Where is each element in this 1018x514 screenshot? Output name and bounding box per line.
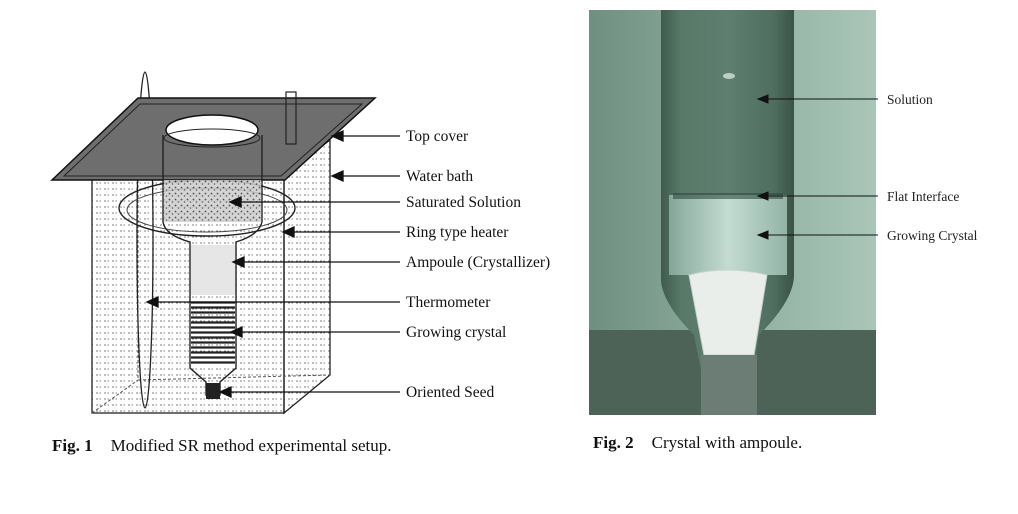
label-thermometer: Thermometer (406, 294, 491, 311)
label-water-bath: Water bath (406, 168, 473, 185)
label-top-cover: Top cover (406, 128, 469, 145)
figure1-caption-number: Fig. 1 (52, 436, 93, 455)
figure1-arrows (145, 129, 400, 399)
figure2-caption-number: Fig. 2 (593, 433, 634, 452)
label-ampoule: Ampoule (Crystallizer) (406, 254, 550, 271)
figure2-caption: Fig. 2 Crystal with ampoule. (593, 433, 802, 453)
label-ring-heater: Ring type heater (406, 224, 509, 241)
label-growing-crystal-2: Growing Crystal (887, 228, 978, 243)
figure2-caption-text: Crystal with ampoule. (651, 433, 803, 452)
crystal-photo (589, 10, 876, 415)
figure1-caption: Fig. 1 Modified SR method experimental se… (52, 436, 392, 456)
label-growing-crystal: Growing crystal (406, 324, 506, 341)
label-oriented-seed: Oriented Seed (406, 384, 494, 401)
label-saturated-solution: Saturated Solution (406, 194, 521, 211)
label-flat-interface: Flat Interface (887, 189, 959, 204)
top-cover (50, 91, 377, 181)
ampoule (162, 128, 263, 399)
label-solution: Solution (887, 92, 933, 107)
thermometer (136, 71, 154, 409)
figure1-caption-text: Modified SR method experimental setup. (110, 436, 392, 455)
